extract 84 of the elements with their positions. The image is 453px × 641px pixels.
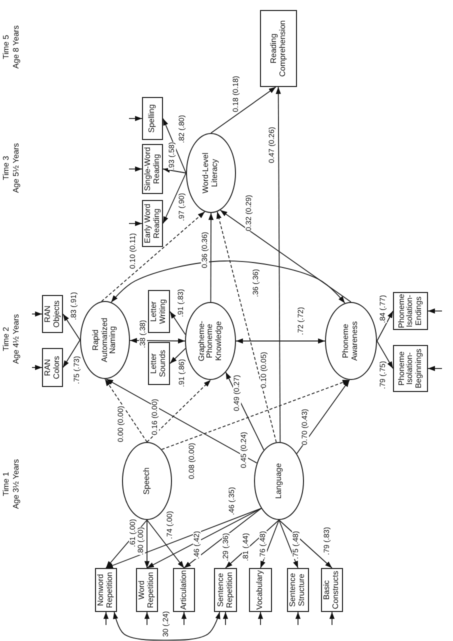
arrow <box>146 520 184 568</box>
dashed-arrow <box>216 211 277 443</box>
measure-name: Letter Writing <box>150 298 168 326</box>
short-arrow <box>128 116 142 122</box>
latent-variable-name: Rapid Automatized Naming <box>92 316 118 364</box>
short-arrow <box>428 308 442 314</box>
latent-variable-name: Speech <box>142 466 152 497</box>
time-heading: Time 5 <box>1 34 10 60</box>
latent-variable-ellipse <box>186 133 236 213</box>
time-heading: Time 3 <box>1 156 10 180</box>
measure-name: Early Word Reading <box>144 202 162 246</box>
age-subheading: Age 4½ Years <box>12 314 20 364</box>
short-arrow <box>103 612 109 626</box>
measure-name: Nonword Repetition <box>97 570 115 610</box>
dashed-arrow <box>104 378 148 442</box>
arrow <box>170 348 186 364</box>
short-arrow <box>258 612 264 626</box>
measure-box <box>42 348 63 387</box>
arrow <box>220 210 352 302</box>
arrow <box>210 86 276 134</box>
arrow <box>62 340 80 368</box>
time-heading: Time 1 <box>1 472 10 496</box>
measure-box <box>148 342 170 385</box>
short-arrow <box>128 166 142 172</box>
measure-name: Phoneme Isolation-Beginnings <box>398 348 424 390</box>
measure-box <box>173 568 195 612</box>
short-arrow <box>222 612 228 626</box>
measure-name: Articulation <box>180 570 188 610</box>
measure-box <box>260 10 297 87</box>
latent-variable-name: Language <box>274 462 284 501</box>
measure-name: Phoneme Isolation-Endings <box>398 293 424 329</box>
measure-name: Sentence Repetition <box>216 570 234 610</box>
measure-name: RAN Objects <box>44 299 62 330</box>
measure-box <box>42 295 63 333</box>
measure-box <box>287 568 309 612</box>
age-subheading: Age 8 Years <box>12 25 20 69</box>
measure-name: Spelling <box>148 104 157 133</box>
arrow <box>170 311 186 335</box>
age-subheading: Age 3½ Years <box>12 459 20 509</box>
arrow <box>376 340 394 369</box>
arrow <box>276 86 281 442</box>
measure-name: Sentence Structure <box>289 572 307 609</box>
measure-name: Vocabulary <box>256 570 265 610</box>
arrow <box>144 520 150 568</box>
arrow <box>278 520 298 568</box>
arrow <box>106 508 262 568</box>
latent-variable-name: Phoneme Awareness <box>342 320 360 363</box>
arrow <box>376 310 394 342</box>
arrow <box>162 168 186 174</box>
short-arrow <box>128 220 142 226</box>
measure-name: Basic Constructs <box>323 570 341 611</box>
measure-name: Single-Word Reading <box>144 146 162 193</box>
measure-box <box>142 97 163 140</box>
arrow <box>208 212 214 302</box>
arrow <box>62 314 80 340</box>
short-arrow <box>428 366 442 372</box>
arrow <box>162 172 186 224</box>
arrow <box>296 379 350 454</box>
measure-box <box>148 290 170 333</box>
arrow <box>146 508 262 568</box>
measure-name: Reading Comprehension <box>270 19 288 79</box>
latent-variable-name: Word-Level Literacy <box>202 152 220 196</box>
short-arrow <box>295 612 301 626</box>
dashed-arrow <box>101 211 206 302</box>
arrow <box>184 508 262 568</box>
short-arrow <box>32 311 42 317</box>
short-arrow <box>144 612 150 626</box>
arrow <box>106 378 258 464</box>
time-heading: Time 2 <box>1 326 10 352</box>
measure-name: Letter Sounds <box>150 348 168 380</box>
short-arrow <box>329 612 335 626</box>
short-arrow <box>181 612 187 626</box>
measure-name: Word Repetition <box>138 570 156 610</box>
measure-box <box>249 568 272 612</box>
dashed-arrow <box>161 379 350 450</box>
short-arrow <box>32 364 42 370</box>
dashed-arrow <box>146 380 212 442</box>
curved-double-headed-arrow <box>110 260 346 304</box>
measure-name: RAN Colors <box>44 354 62 382</box>
double-headed-arrow <box>236 338 326 344</box>
arrow <box>162 118 186 174</box>
curved-double-headed-arrow <box>113 612 220 641</box>
latent-variable-name: Grapheme-Phoneme Knowledge <box>198 320 224 364</box>
age-subheading: Age 5½ Years <box>12 143 20 193</box>
